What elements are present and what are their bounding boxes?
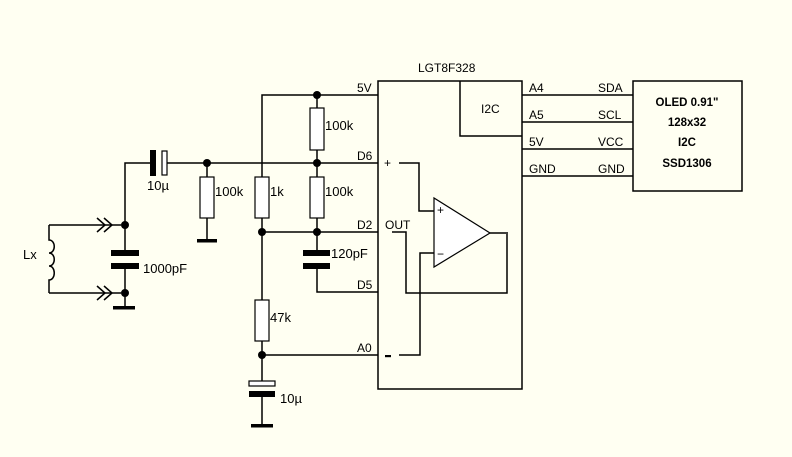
resistor-chain-left: 1k 47k 10µ — [248, 94, 378, 428]
oled-line-2: 128x32 — [668, 117, 706, 129]
oled-pin-gnd-label: GND — [598, 162, 625, 176]
ground-symbol-icon — [197, 239, 217, 243]
resistor-100k-mid-label: 100k — [325, 184, 354, 199]
ground-symbol-icon — [113, 306, 135, 310]
bias-resistor: 100k — [197, 159, 244, 243]
coupling-capacitor: 10µ — [147, 150, 378, 193]
resistor-100k-mid — [309, 176, 325, 219]
connector-chevron-icon — [96, 217, 114, 233]
oled-line-1: OLED 0.91" — [656, 97, 719, 109]
resistor-divider: 100k 100k 120pF — [262, 91, 378, 293]
opamp-triangle-icon — [433, 196, 492, 269]
junction-dot — [121, 289, 129, 297]
pin-gnd-label: GND — [529, 162, 556, 176]
capacitor-10u-bottom-label: 10µ — [280, 391, 302, 406]
oled-body — [632, 80, 743, 192]
pin-d5-label: D5 — [357, 278, 373, 292]
capacitor-120pf-label: 120pF — [331, 246, 368, 261]
i2c-block-label: I2C — [481, 102, 500, 116]
oled-line-4: SSD1306 — [662, 158, 711, 170]
wire-comp-minus — [399, 252, 434, 356]
resistor-1k-label: 1k — [270, 184, 284, 199]
opamp-minus-sign: − — [437, 247, 444, 261]
inductor-coil-icon — [48, 225, 55, 293]
capacitor-10u-bottom-plate-open — [248, 380, 276, 387]
capacitor-1000pf-plate-bottom — [111, 263, 139, 269]
ground-symbol-icon — [251, 424, 273, 428]
inductor-label: Lx — [23, 247, 37, 262]
opamp-plus-sign: + — [437, 203, 444, 217]
oled-pin-vcc-label: VCC — [598, 135, 624, 149]
oled-line-3: I2C — [678, 137, 696, 149]
wire-coupling-left — [124, 162, 150, 250]
comparator-minus-label-icon — [385, 355, 391, 358]
capacitor-10u-plate-filled — [150, 150, 156, 176]
resistor-100k-top-label: 100k — [325, 118, 354, 133]
ic-name-label: LGT8F328 — [418, 61, 476, 75]
wire-comp-plus — [399, 162, 434, 212]
resistor-47k — [254, 299, 270, 342]
resistor-100k-ground-label: 100k — [215, 184, 244, 199]
resistor-100k-top — [309, 107, 325, 151]
capacitor-10u-label: 10µ — [147, 178, 169, 193]
wire-5v — [261, 94, 378, 177]
wire-d5 — [316, 269, 378, 293]
ic-lgt8f328: LGT8F328 I2C 5V D6 D2 D5 A0 + OUT + − A4… — [357, 61, 556, 390]
capacitor-10u-bottom-plate-filled — [249, 391, 275, 397]
i2c-block-outline — [459, 81, 522, 137]
resistor-47k-label: 47k — [270, 310, 291, 325]
capacitor-10u-plate-open — [161, 150, 168, 176]
tank-circuit: 1000pF Lx — [23, 162, 187, 310]
pin-a5-label: A5 — [529, 108, 544, 122]
oled-module: OLED 0.91" 128x32 I2C SSD1306 — [632, 80, 743, 192]
resistor-100k-ground — [199, 176, 215, 219]
pin-a0-label: A0 — [357, 341, 372, 355]
junction-dot — [121, 221, 129, 229]
capacitor-120pf-plate-top — [303, 250, 330, 256]
oled-pin-sda-label: SDA — [598, 81, 623, 95]
comparator-out-label: OUT — [385, 218, 411, 232]
comparator-plus-label: + — [384, 156, 391, 170]
capacitor-1000pf-label: 1000pF — [143, 261, 187, 276]
capacitor-120pf-plate-bottom — [303, 263, 330, 269]
oled-pin-scl-label: SCL — [598, 108, 622, 122]
junction-dot — [313, 228, 321, 236]
capacitor-1000pf-plate-top — [111, 250, 139, 256]
pin-5v-label: 5V — [357, 81, 372, 95]
resistor-1k — [254, 176, 270, 219]
connector-chevron-icon — [96, 285, 114, 301]
junction-dot — [313, 159, 321, 167]
pin-5v-right-label: 5V — [529, 135, 544, 149]
pin-d6-label: D6 — [357, 149, 373, 163]
wire-comp-output — [392, 231, 508, 294]
i2c-bus: SDA SCL VCC GND — [522, 81, 633, 177]
pin-d2-label: D2 — [357, 218, 373, 232]
pin-a4-label: A4 — [529, 81, 544, 95]
